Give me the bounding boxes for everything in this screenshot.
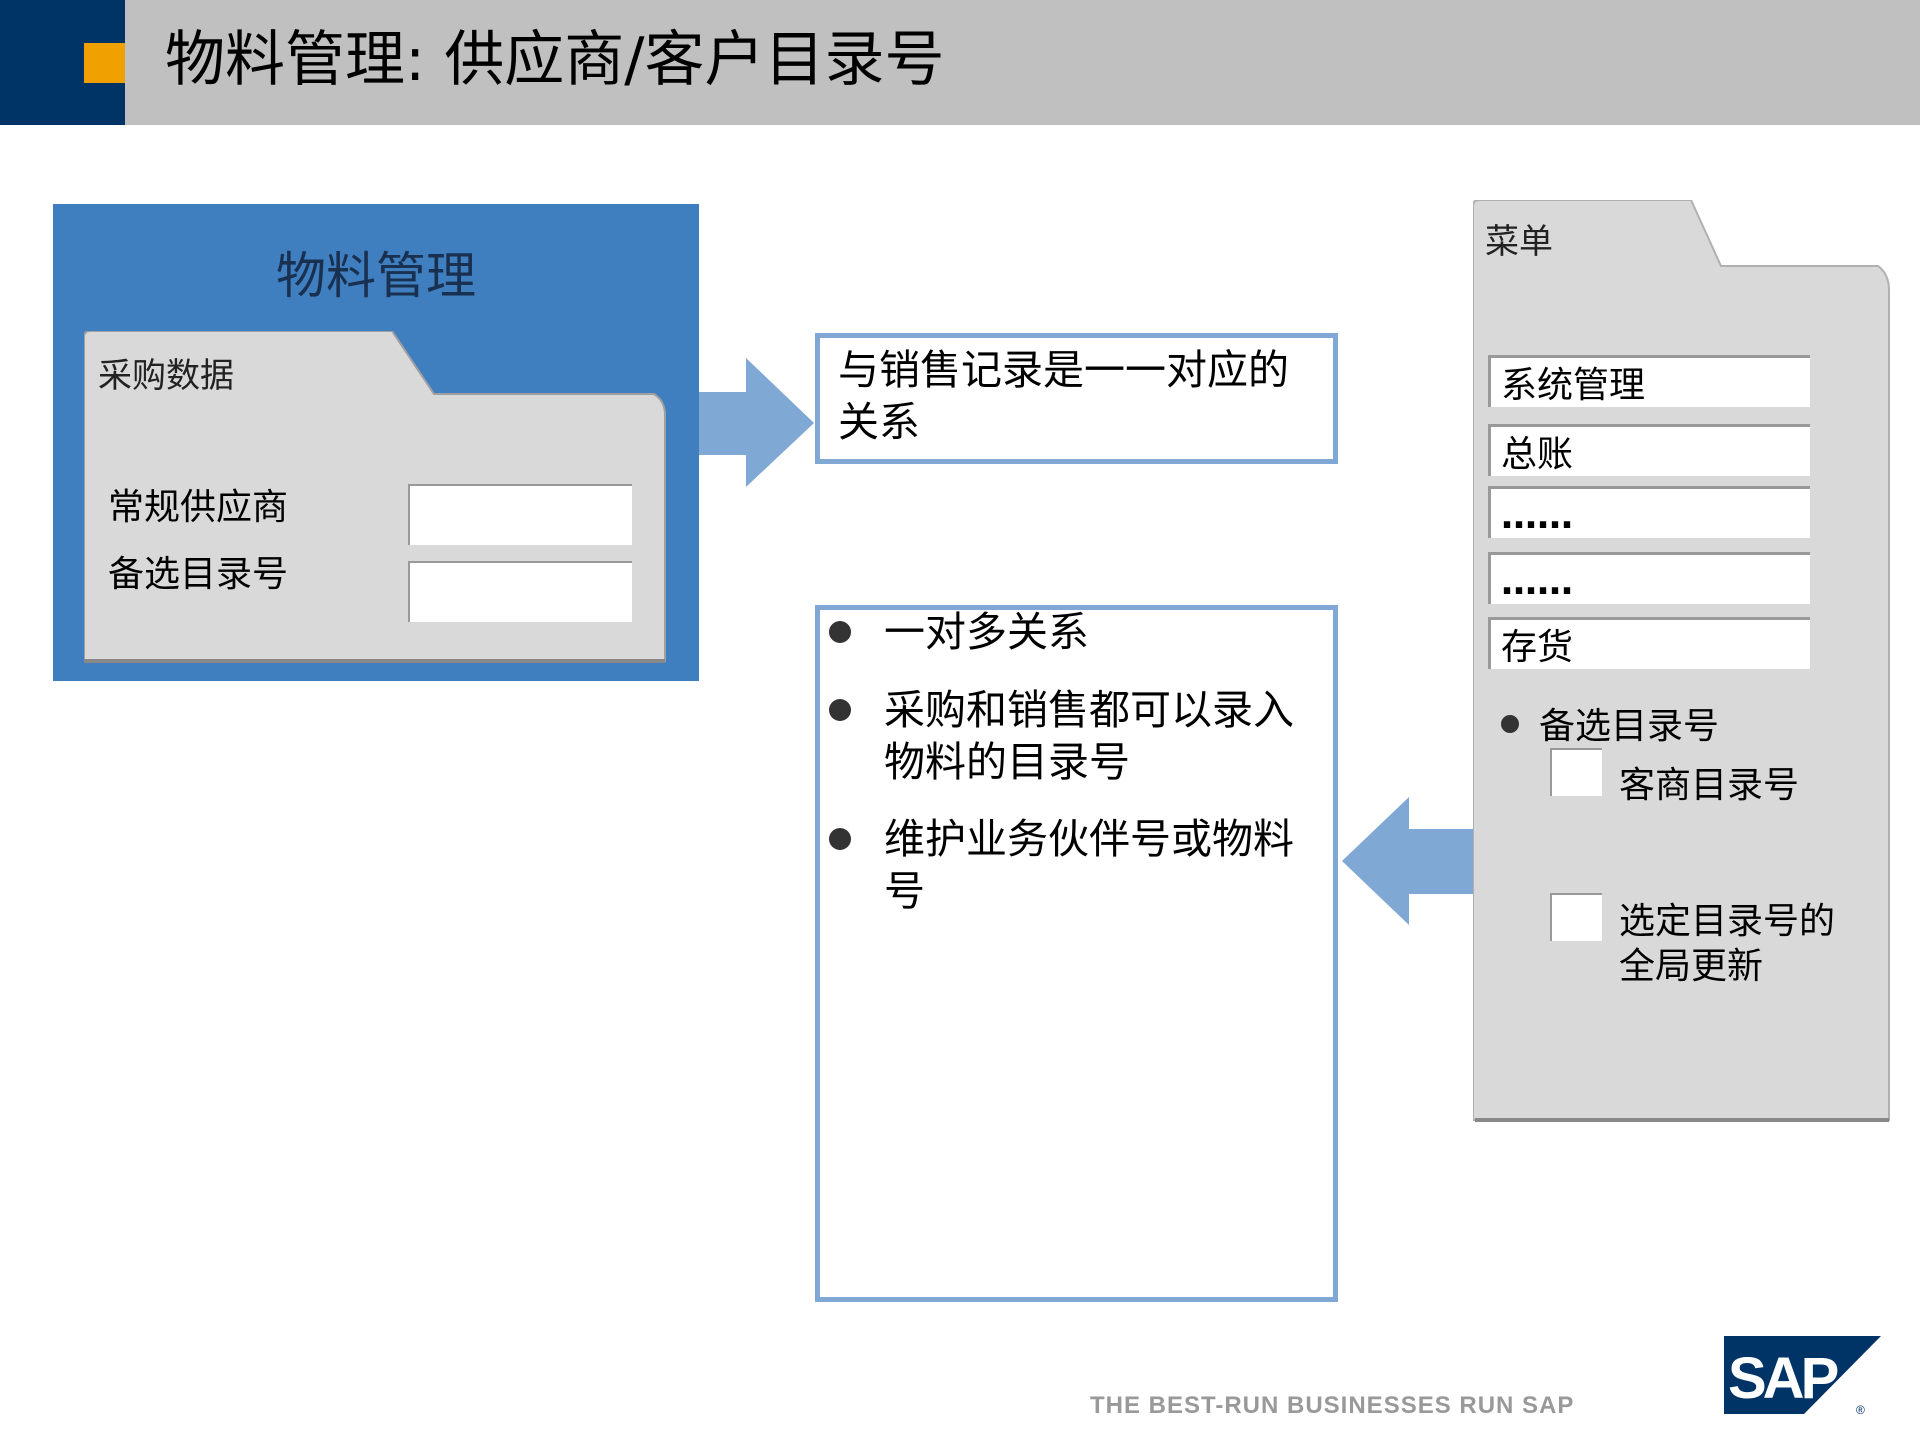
tab-purchasing-data[interactable]: 采购数据 <box>98 356 234 396</box>
alt-catalog-input[interactable] <box>408 561 632 622</box>
relation-box <box>815 333 1338 464</box>
feature-item: 一对多关系 <box>884 608 1089 656</box>
sap-logo: SAP ® <box>1724 1336 1881 1416</box>
field-label-alt-catalog: 备选目录号 <box>108 554 289 595</box>
feature-item: 采购和销售都可以录入 <box>884 686 1294 734</box>
panel-title: 物料管理 <box>276 247 476 305</box>
checkbox-label: 全局更新 <box>1619 946 1764 987</box>
bullet-icon <box>1501 715 1519 733</box>
bullet-icon <box>829 621 851 643</box>
global-update-checkbox[interactable] <box>1550 893 1602 941</box>
menu-item-system-admin[interactable]: 系统管理 <box>1488 355 1810 407</box>
relation-line: 关系 <box>838 398 920 446</box>
menu-item-general-ledger[interactable]: 总账 <box>1488 424 1810 476</box>
arrow-right-icon <box>699 358 814 487</box>
title-bar <box>0 0 1920 125</box>
customer-vendor-catalog-checkbox[interactable] <box>1550 748 1602 796</box>
regular-vendor-input[interactable] <box>408 484 632 545</box>
checkbox-label: 选定目录号的 <box>1619 901 1836 942</box>
features-box <box>815 605 1338 1302</box>
tab-menu[interactable]: 菜单 <box>1485 222 1553 262</box>
feature-item: 维护业务伙伴号或物料 <box>884 815 1294 863</box>
page-title: 物料管理: 供应商/客户目录号 <box>165 25 945 95</box>
feature-item: 物料的目录号 <box>884 738 1130 786</box>
field-label-regular-vendor: 常规供应商 <box>108 487 289 528</box>
bullet-icon <box>829 699 851 721</box>
menu-item-more[interactable]: …… <box>1488 552 1810 604</box>
checkbox-label: 客商目录号 <box>1619 765 1800 806</box>
tagline: THE BEST-RUN BUSINESSES RUN SAP <box>1090 1392 1575 1419</box>
relation-line: 与销售记录是一一对应的 <box>838 346 1289 394</box>
arrow-left-icon <box>1342 797 1473 925</box>
accent-square <box>84 43 125 83</box>
alt-catalog-heading: 备选目录号 <box>1539 706 1720 747</box>
menu-item-more[interactable]: …… <box>1488 486 1810 538</box>
svg-text:SAP: SAP <box>1728 1346 1838 1411</box>
svg-text:®: ® <box>1856 1403 1865 1416</box>
bullet-icon <box>829 828 851 850</box>
menu-item-inventory[interactable]: 存货 <box>1488 617 1810 669</box>
feature-item: 号 <box>884 867 925 915</box>
